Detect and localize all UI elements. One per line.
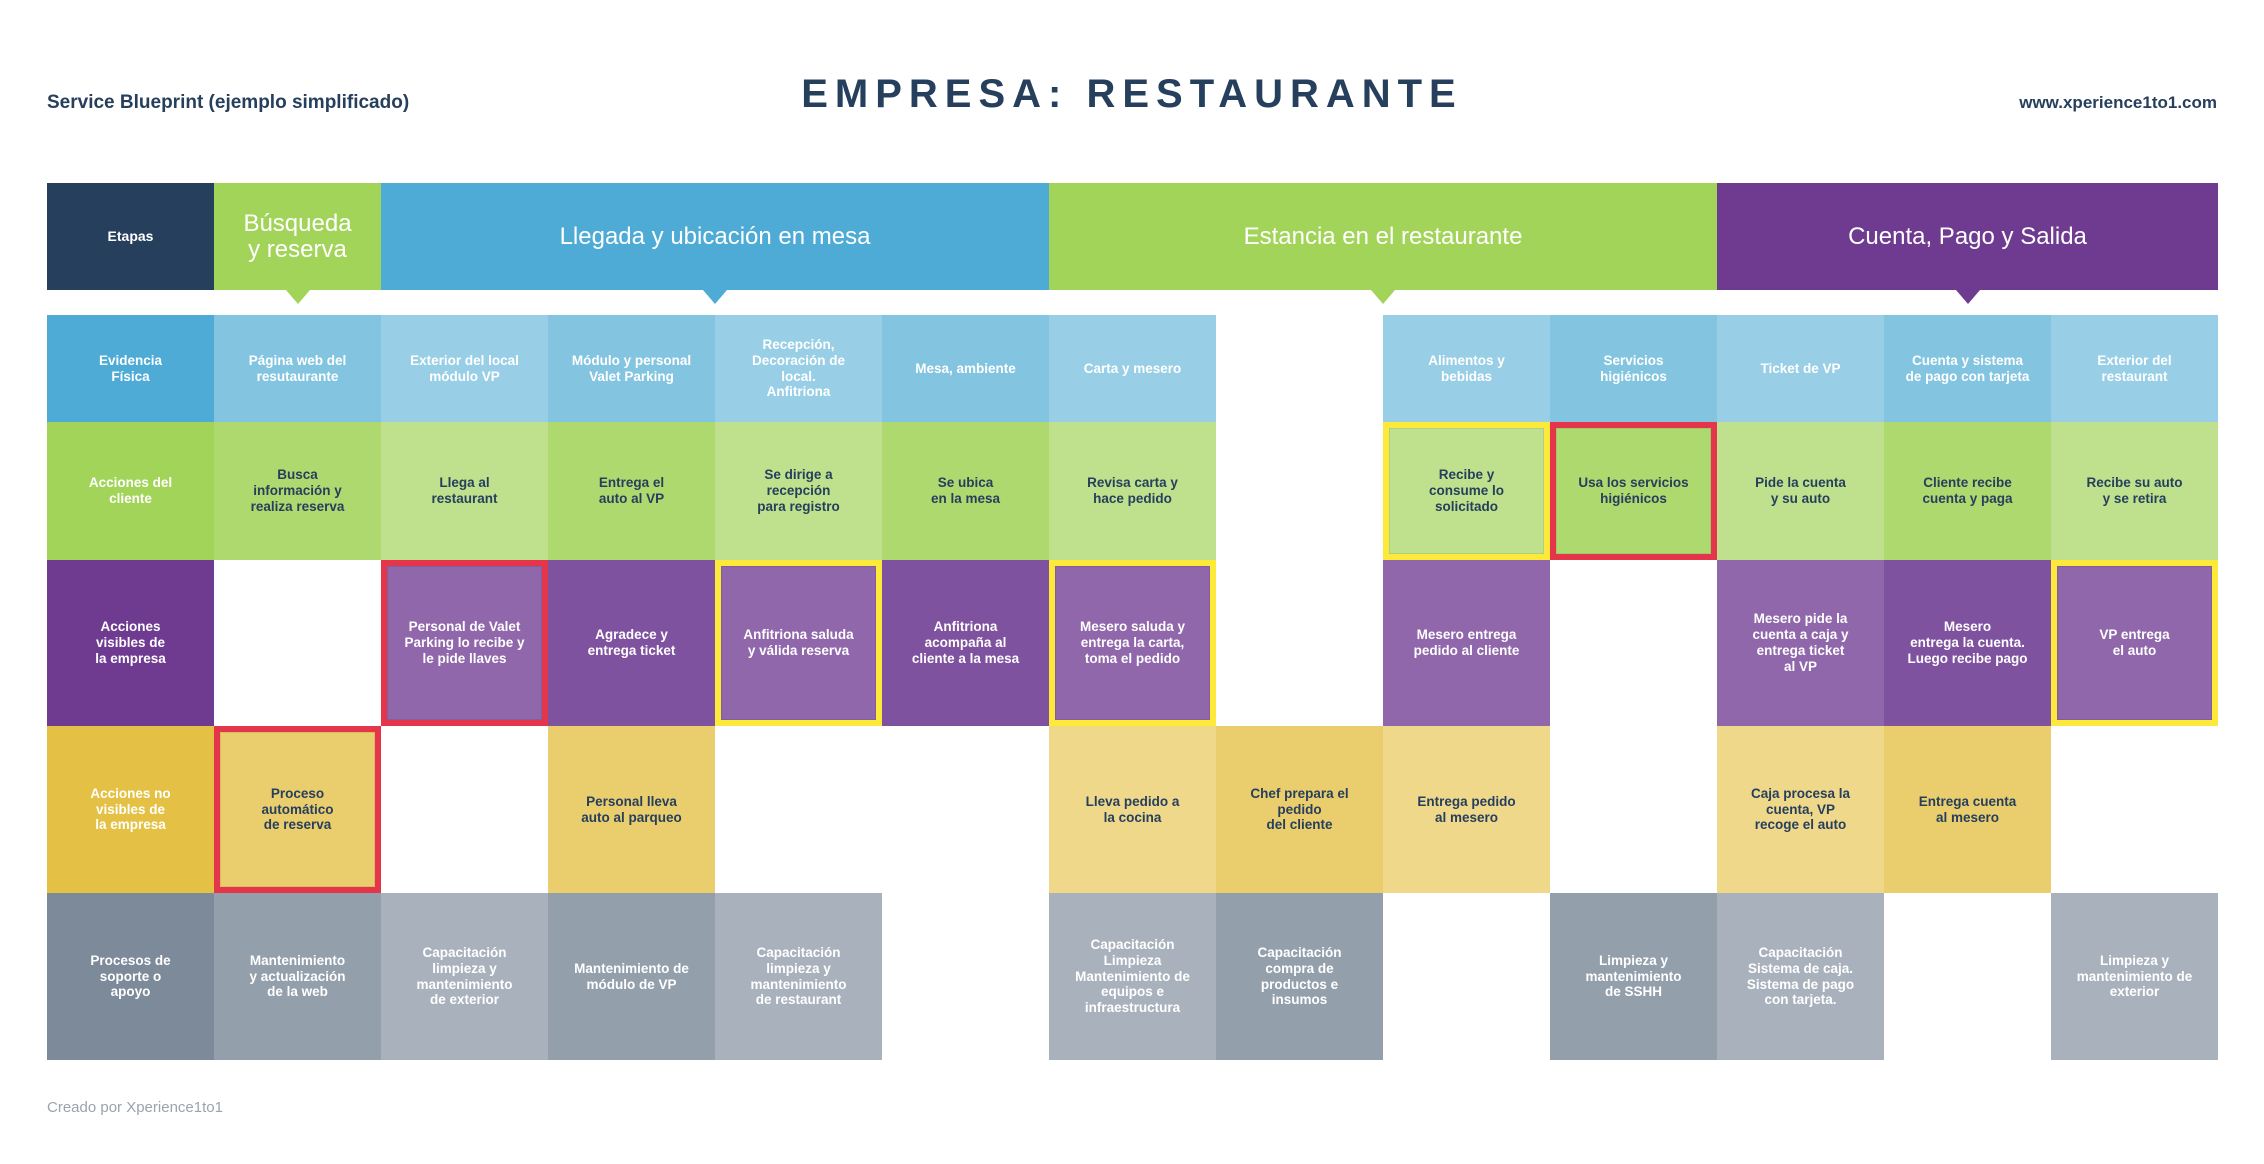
empty-cell [882, 726, 1049, 893]
empty-cell [381, 726, 548, 893]
empty-cell [214, 560, 381, 726]
stage-busqueda-label: Búsqueda y reserva [243, 210, 352, 263]
stage-estancia: Estancia en el restaurante [1049, 183, 1717, 304]
procesos-soporte-cell: Capacitación Sistema de caja. Sistema de… [1717, 893, 1884, 1060]
procesos-soporte-cell: Capacitación limpieza y mantenimiento de… [715, 893, 882, 1060]
evidencia-fisica-cell: Servicios higiénicos [1550, 315, 1717, 422]
acciones-visibles-cell-highlight-yellow: Mesero saluda y entrega la carta, toma e… [1049, 560, 1216, 726]
page-title: EMPRESA: RESTAURANTE [801, 72, 1463, 116]
stage-cuenta-label: Cuenta, Pago y Salida [1848, 222, 2087, 250]
empty-cell [1216, 560, 1383, 726]
acciones-cliente-cell: Recibe su auto y se retira [2051, 422, 2218, 560]
row-label-acciones-cliente: Acciones del cliente [47, 422, 214, 560]
procesos-soporte-cell: Capacitación Limpieza Mantenimiento de e… [1049, 893, 1216, 1060]
empty-cell [715, 726, 882, 893]
procesos-soporte-cell: Mantenimiento de módulo de VP [548, 893, 715, 1060]
stage-cuenta: Cuenta, Pago y Salida [1717, 183, 2218, 304]
acciones-cliente-cell: Revisa carta y hace pedido [1049, 422, 1216, 560]
empty-cell [1550, 560, 1717, 726]
acciones-visibles-cell: Agradece y entrega ticket [548, 560, 715, 726]
evidencia-fisica-cell: Exterior del local módulo VP [381, 315, 548, 422]
stages-header: Etapas Búsqueda y reserva Llegada y ubic… [47, 183, 2218, 304]
procesos-soporte-cell: Limpieza y mantenimiento de exterior [2051, 893, 2218, 1060]
row-label-evidencia-fisica: Evidencia Física [47, 315, 214, 422]
procesos-soporte-cell: Capacitación limpieza y mantenimiento de… [381, 893, 548, 1060]
empty-cell [882, 893, 1049, 1060]
evidencia-fisica-cell: Recepción, Decoración de local. Anfitrio… [715, 315, 882, 422]
stage-pointer-icon [703, 290, 727, 304]
empty-cell [1216, 422, 1383, 560]
empty-cell [1550, 726, 1717, 893]
acciones-no-visibles-cell: Lleva pedido a la cocina [1049, 726, 1216, 893]
evidencia-fisica-cell: Cuenta y sistema de pago con tarjeta [1884, 315, 2051, 422]
evidencia-fisica-cell: Exterior del restaurant [2051, 315, 2218, 422]
stage-estancia-label: Estancia en el restaurante [1243, 222, 1523, 250]
empty-cell [1383, 893, 1550, 1060]
acciones-cliente-cell: Cliente recibe cuenta y paga [1884, 422, 2051, 560]
procesos-soporte-cell: Limpieza y mantenimiento de SSHH [1550, 893, 1717, 1060]
procesos-soporte-cell: Capacitación compra de productos e insum… [1216, 893, 1383, 1060]
empty-cell [2051, 726, 2218, 893]
acciones-cliente-cell: Llega al restaurant [381, 422, 548, 560]
evidencia-fisica-cell: Módulo y personal Valet Parking [548, 315, 715, 422]
stage-pointer-icon [1955, 290, 1980, 304]
acciones-no-visibles-cell: Chef prepara el pedido del cliente [1216, 726, 1383, 893]
acciones-no-visibles-cell: Entrega pedido al mesero [1383, 726, 1550, 893]
acciones-no-visibles-cell: Caja procesa la cuenta, VP recoge el aut… [1717, 726, 1884, 893]
evidencia-fisica-cell: Mesa, ambiente [882, 315, 1049, 422]
acciones-visibles-cell: Anfitriona acompaña al cliente a la mesa [882, 560, 1049, 726]
evidencia-fisica-cell: Carta y mesero [1049, 315, 1216, 422]
row-label-acciones-visibles: Acciones visibles de la empresa [47, 560, 214, 726]
row-label-procesos-soporte: Procesos de soporte o apoyo [47, 893, 214, 1060]
evidencia-fisica-cell: Página web del resutaurante [214, 315, 381, 422]
acciones-cliente-cell-highlight-red: Usa los servicios higiénicos [1550, 422, 1717, 560]
procesos-soporte-cell: Mantenimiento y actualización de la web [214, 893, 381, 1060]
acciones-cliente-cell: Se dirige a recepción para registro [715, 422, 882, 560]
acciones-visibles-cell-highlight-yellow: Anfitriona saluda y válida reserva [715, 560, 882, 726]
acciones-visibles-cell: Mesero entrega la cuenta. Luego recibe p… [1884, 560, 2051, 726]
acciones-cliente-cell: Se ubica en la mesa [882, 422, 1049, 560]
website-link[interactable]: www.xperience1to1.com [2019, 93, 2217, 112]
acciones-cliente-cell: Busca información y realiza reserva [214, 422, 381, 560]
stage-llegada-label: Llegada y ubicación en mesa [559, 222, 871, 250]
acciones-no-visibles-cell: Personal lleva auto al parqueo [548, 726, 715, 893]
acciones-visibles-cell: Mesero entrega pedido al cliente [1383, 560, 1550, 726]
blueprint-subtitle: Service Blueprint (ejemplo simplificado) [47, 92, 410, 113]
row-label-acciones-no-visibles: Acciones no visibles de la empresa [47, 726, 214, 893]
empty-cell [1216, 315, 1383, 422]
acciones-visibles-cell-highlight-yellow: VP entrega el auto [2051, 560, 2218, 726]
stage-llegada: Llegada y ubicación en mesa [381, 183, 1049, 304]
acciones-visibles-cell-highlight-red: Personal de Valet Parking lo recibe y le… [381, 560, 548, 726]
empty-cell [1884, 893, 2051, 1060]
stages-label: Etapas [47, 183, 214, 290]
acciones-cliente-cell-highlight-yellow: Recibe y consume lo solicitado [1383, 422, 1550, 560]
acciones-no-visibles-cell-highlight-red: Proceso automático de reserva [214, 726, 381, 893]
acciones-no-visibles-cell: Entrega cuenta al mesero [1884, 726, 2051, 893]
evidencia-fisica-cell: Alimentos y bebidas [1383, 315, 1550, 422]
stage-pointer-icon [1371, 290, 1395, 304]
acciones-visibles-cell: Mesero pide la cuenta a caja y entrega t… [1717, 560, 1884, 726]
evidencia-fisica-cell: Ticket de VP [1717, 315, 1884, 422]
stage-pointer-icon [285, 290, 310, 304]
acciones-cliente-cell: Entrega el auto al VP [548, 422, 715, 560]
stage-busqueda: Búsqueda y reserva [214, 183, 381, 304]
acciones-cliente-cell: Pide la cuenta y su auto [1717, 422, 1884, 560]
footer-credit: Creado por Xperience1to1 [47, 1099, 223, 1116]
